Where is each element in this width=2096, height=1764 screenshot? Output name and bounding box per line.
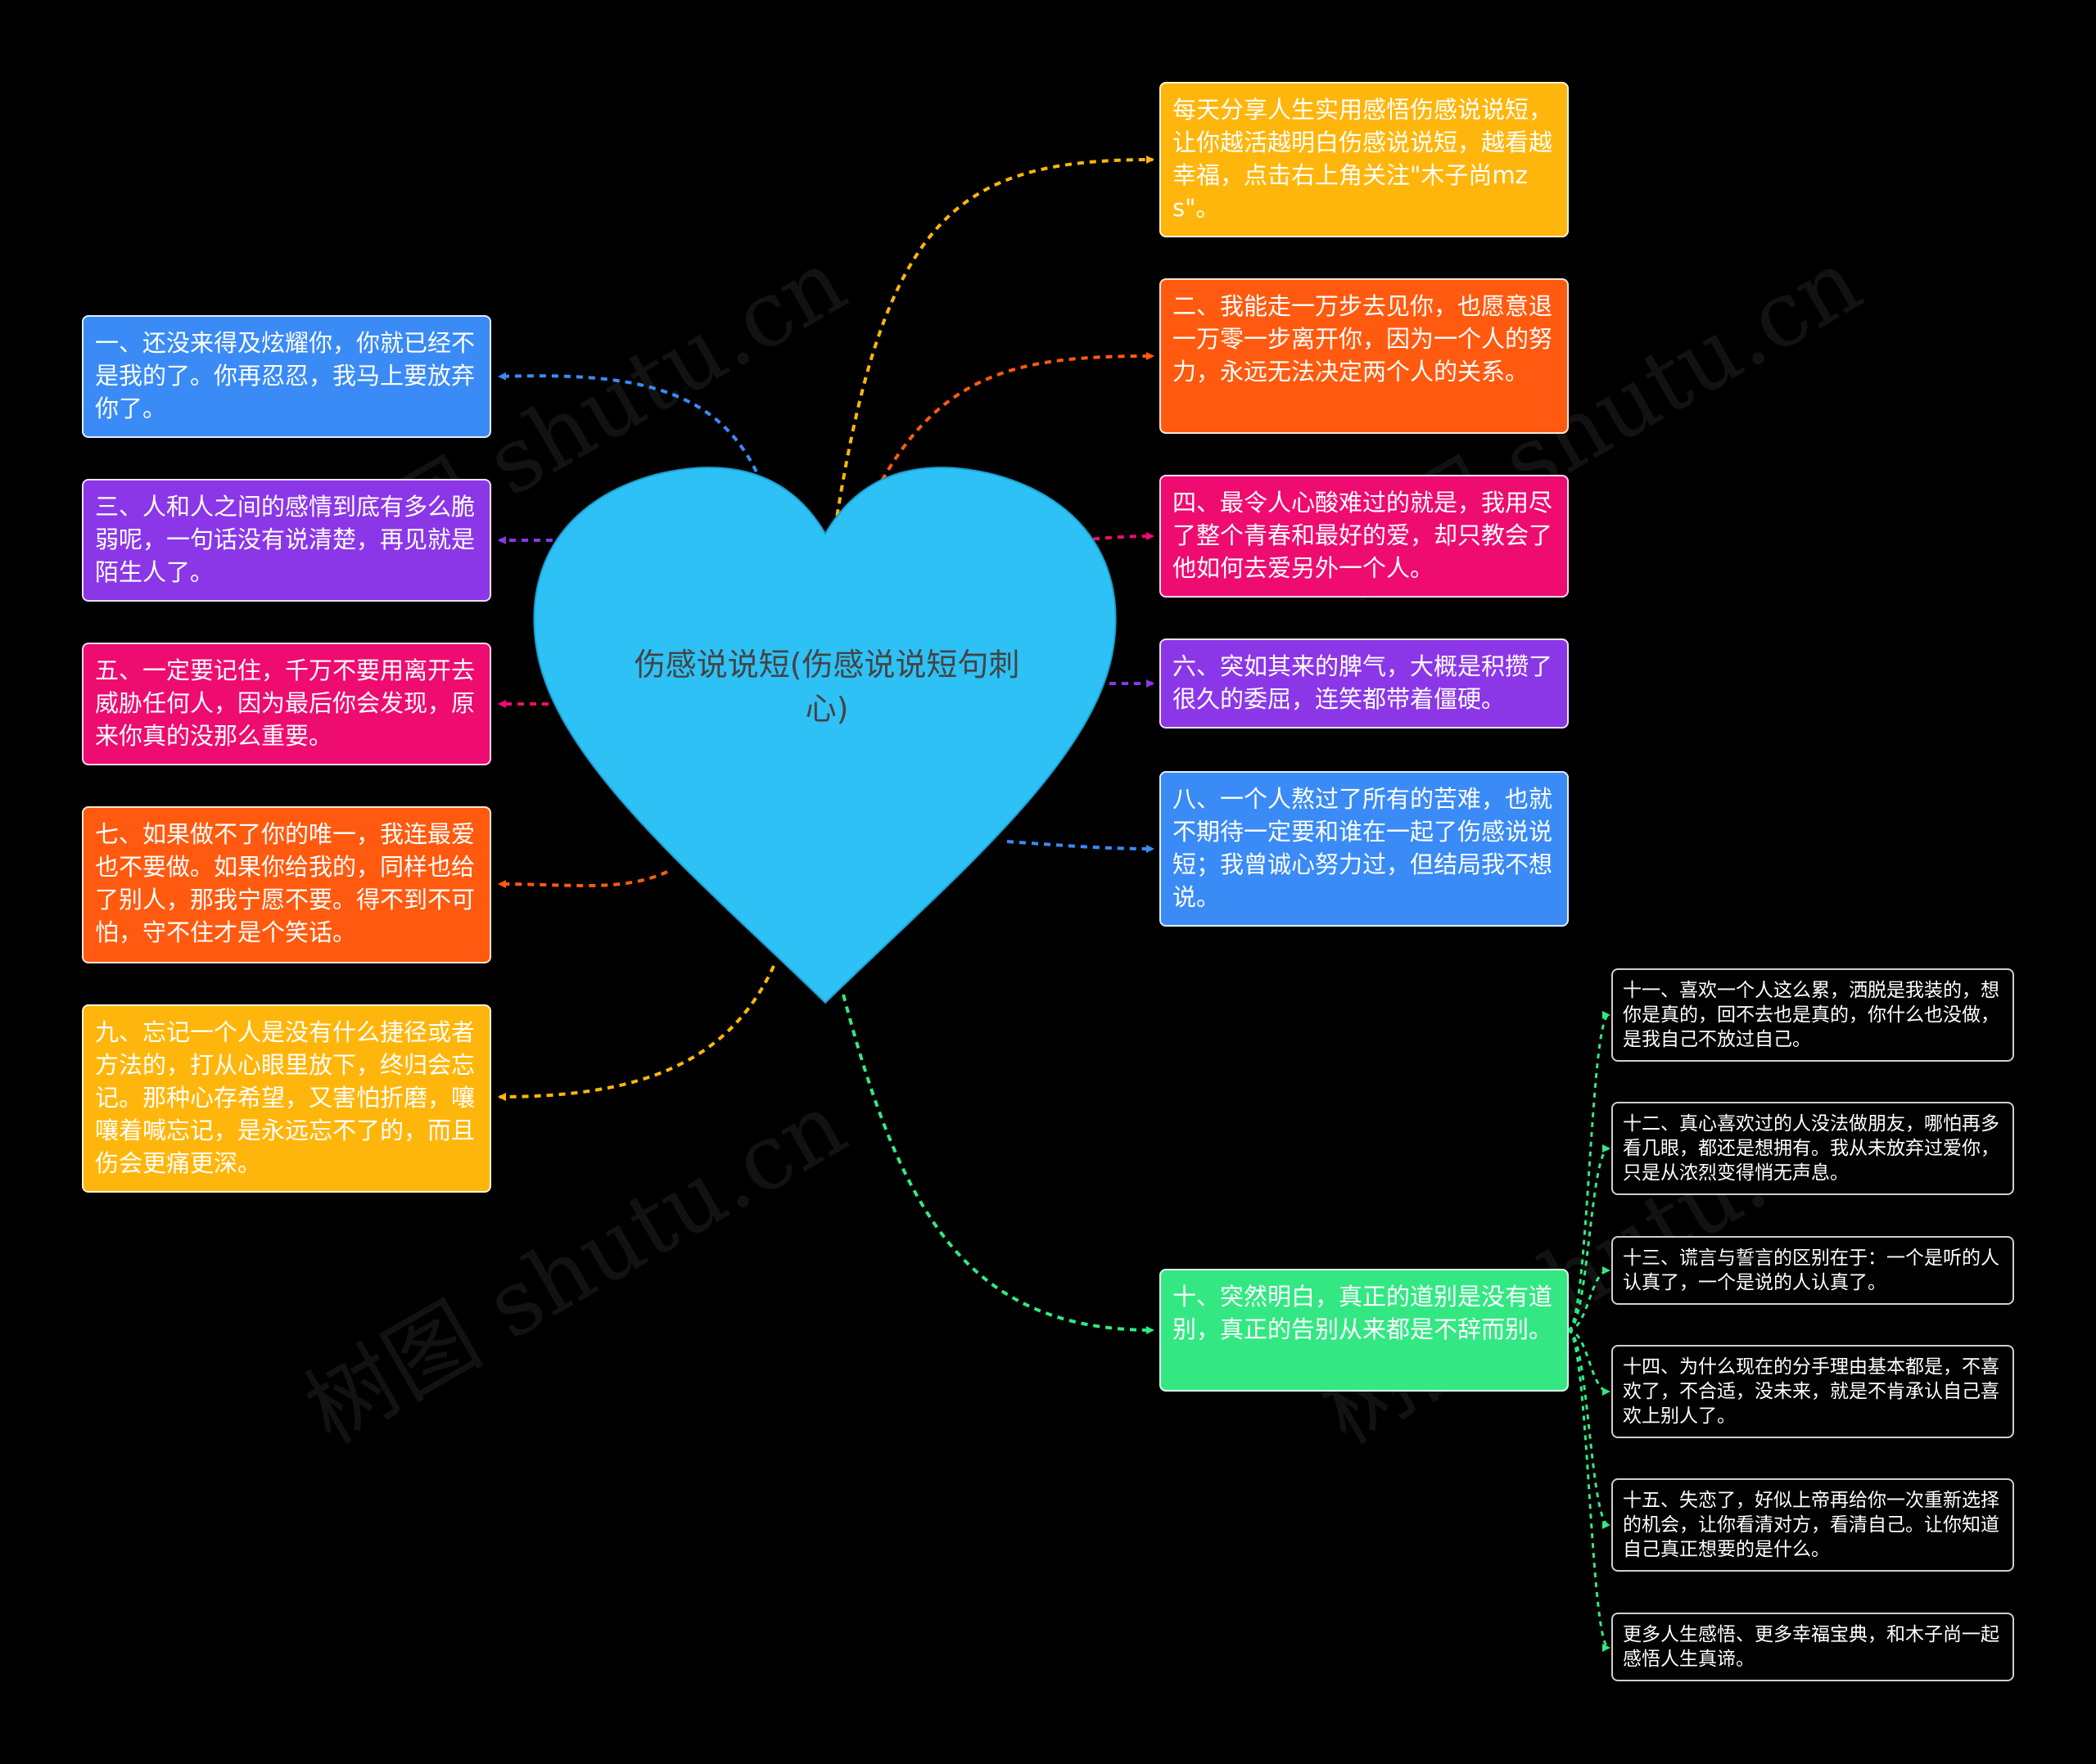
node-right-4[interactable]: 四、最令人心酸难过的就是，我用尽了整个青春和最好的爱，却只教会了他如何去爱另外一…	[1159, 475, 1569, 598]
connector-left-7	[498, 870, 668, 889]
center-heart-shape	[533, 467, 1117, 1004]
node-right-6[interactable]: 六、突如其来的脾气，大概是积攒了很久的委屈，连笑都带着僵硬。	[1159, 638, 1569, 729]
connector-right-2	[874, 352, 1154, 492]
connector-left-9	[498, 965, 775, 1101]
node-left-7[interactable]: 七、如果做不了你的唯一，我连最爱也不要做。如果你给我的，同样也给了别人，那我宁愿…	[82, 806, 491, 963]
leaf-node-more[interactable]: 更多人生感悟、更多幸福宝典，和木子尚一起感悟人生真谛。	[1611, 1613, 2014, 1681]
leaf-connectors	[1567, 1011, 1610, 1652]
node-right-8[interactable]: 八、一个人熬过了所有的苦难，也就不期待一定要和谁在一起了伤感说说短；我曾诚心努力…	[1159, 771, 1569, 927]
center-title[interactable]: 伤感说说短(伤感说说短句刺心)	[634, 647, 1020, 727]
connector-right-4	[1080, 532, 1154, 542]
node-left-9[interactable]: 九、忘记一个人是没有什么捷径或者方法的，打从心眼里放下，终归会忘记。那种心存希望…	[82, 1004, 491, 1193]
leaf-node-15[interactable]: 十五、失恋了，好似上帝再给你一次重新选择的机会，让你看清对方，看清自己。让你知道…	[1611, 1478, 2014, 1572]
node-left-3[interactable]: 三、人和人之间的感情到底有多么脆弱呢，一句话没有说清楚，再见就是陌生人了。	[82, 479, 491, 602]
leaf-node-12[interactable]: 十二、真心喜欢过的人没法做朋友，哪怕再多看几眼，都还是想拥有。我从未放弃过爱你，…	[1611, 1102, 2014, 1195]
node-right-10[interactable]: 十、突然明白，真正的道别是没有道别，真正的告别从来都是不辞而别。	[1159, 1269, 1569, 1392]
node-right-2[interactable]: 二、我能走一万步去见你，也愿意退一万零一步离开你，因为一个人的努力，永远无法决定…	[1159, 278, 1569, 434]
node-left-5[interactable]: 五、一定要记住，千万不要用离开去威胁任何人，因为最后你会发现，原来你真的没那么重…	[82, 643, 491, 765]
leaf-node-14[interactable]: 十四、为什么现在的分手理由基本都是，不喜欢了，不合适，没未来，就是不肯承认自己喜…	[1611, 1345, 2014, 1438]
connector-left-1	[498, 372, 763, 484]
connector-right-8	[1006, 840, 1154, 853]
node-right-intro[interactable]: 每天分享人生实用感悟伤感说说短，让你越活越明白伤感说说短，越看越幸福，点击右上角…	[1159, 82, 1569, 237]
leaf-node-13[interactable]: 十三、谎言与誓言的区别在于：一个是听的人认真了，一个是说的人认真了。	[1611, 1236, 2014, 1305]
connector-right-0	[833, 156, 1154, 529]
leaf-node-11[interactable]: 十一、喜欢一个人这么累，洒脱是我装的，想你是真的，回不去也是真的，你什么也没做，…	[1611, 968, 2014, 1062]
node-left-1[interactable]: 一、还没来得及炫耀你，你就已经不是我的了。你再忍忍，我马上要放弃你了。	[82, 315, 491, 438]
connector-right-10	[842, 994, 1154, 1334]
